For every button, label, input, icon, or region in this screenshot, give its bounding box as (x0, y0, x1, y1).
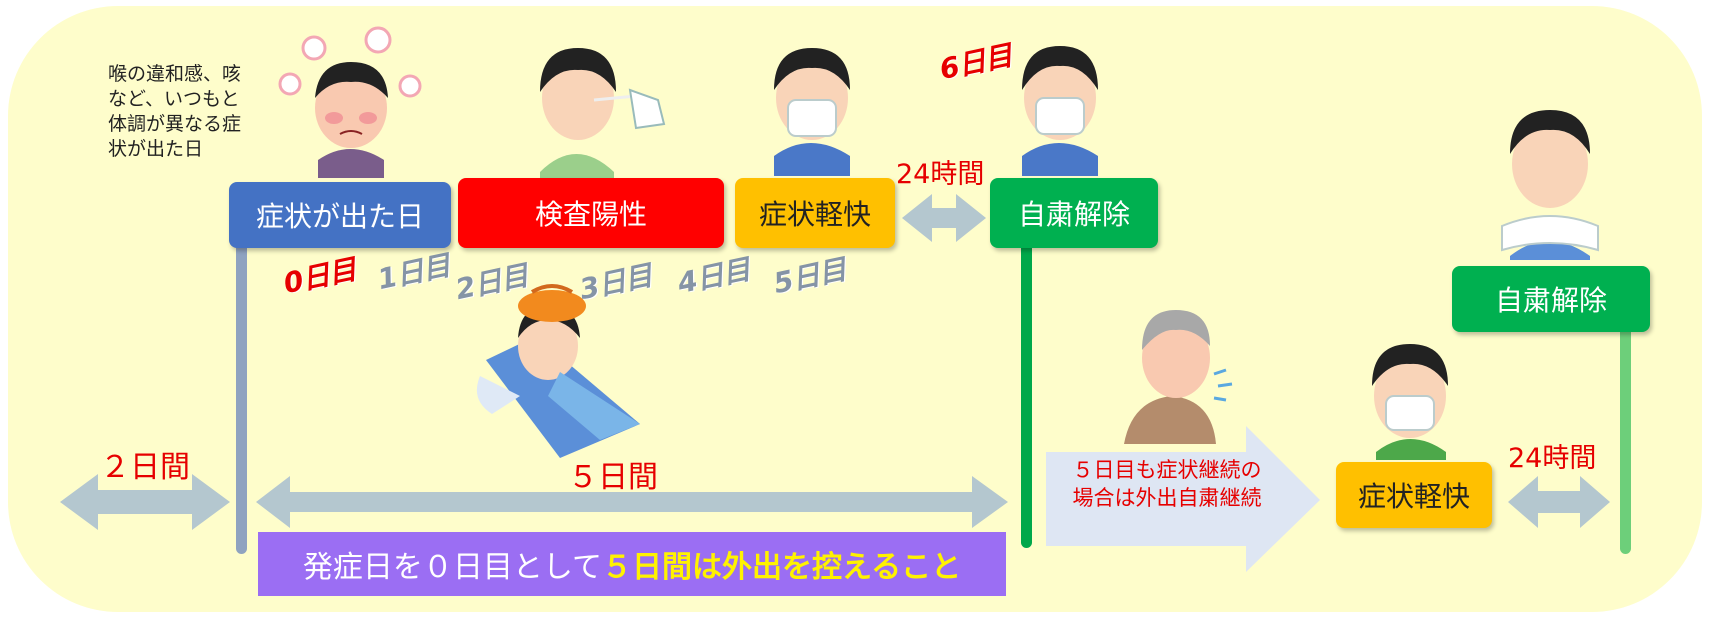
release-2-timeline-line (1620, 312, 1631, 554)
continuation-note: ５日目も症状継続の 場合は外出自粛継続 (1072, 458, 1262, 510)
test-positive-box: 検査陽性 (458, 178, 724, 248)
masked-person-recovered-icon (1022, 46, 1098, 176)
five-days-label: ５日間 (568, 460, 658, 495)
two-days-label: ２日間 (100, 450, 190, 485)
bottom-band-highlight: ５日間は外出を控えること (602, 550, 962, 585)
release-box: 自粛解除 (990, 178, 1158, 248)
person-in-bed-icon (476, 284, 640, 458)
onset-timeline-line (236, 226, 247, 554)
nasal-swab-test-icon (540, 48, 666, 178)
symptoms-improve-2-box: 症状軽快 (1336, 462, 1492, 528)
person-removing-mask-icon (1501, 110, 1599, 260)
hours24-arrow-icon (902, 194, 986, 242)
continuation-arrow-icon (1046, 426, 1320, 572)
onset-box: 症状が出た日 (229, 182, 451, 248)
hours24-2-label: 24時間 (1508, 443, 1597, 474)
two-days-arrow-icon (60, 474, 230, 530)
hours24-arrow-2-icon (1508, 476, 1610, 528)
symptoms-improve-box: 症状軽快 (735, 178, 895, 248)
sick-person-icon (278, 26, 422, 178)
symptom-note: 喉の違和感、咳 など、いつもと 体調が異なる症 状が出た日 (108, 63, 242, 160)
elderly-coughing-icon (1124, 310, 1233, 444)
masked-person-small-icon (1372, 344, 1448, 460)
release-timeline-line (1021, 226, 1032, 548)
five-days-arrow-icon (256, 476, 1008, 528)
masked-person-icon (774, 48, 850, 176)
bottom-band-prefix: 発症日を０日目として (302, 550, 602, 585)
release-2-box: 自粛解除 (1452, 266, 1650, 332)
hours24-label: 24時間 (896, 159, 985, 190)
